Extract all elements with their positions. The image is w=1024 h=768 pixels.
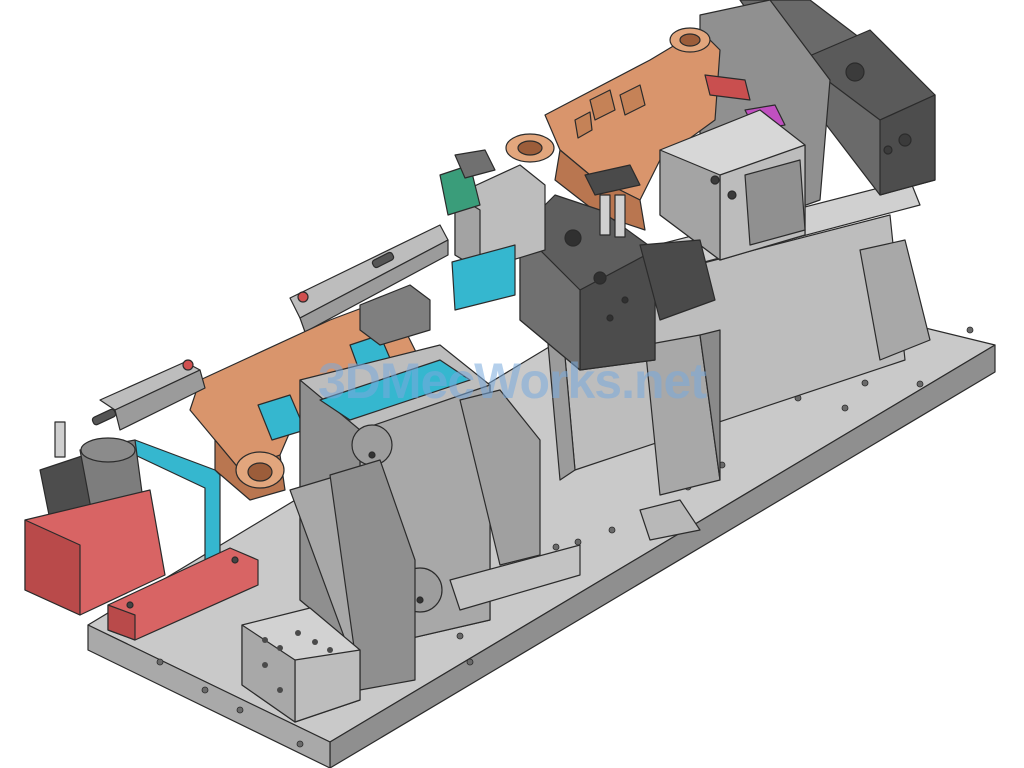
- upper-clamp-arm: [289, 224, 449, 333]
- front-small-block: [241, 607, 361, 723]
- right-cylinder-block: [659, 109, 806, 261]
- left-clamp-unit: [24, 437, 259, 641]
- watermark-text: 3DMecWorks.net: [318, 353, 707, 409]
- center-pins: [584, 164, 641, 238]
- middle-cylinder: [439, 149, 546, 311]
- center-left-column: [289, 344, 581, 691]
- central-dark-block: [519, 194, 716, 371]
- lower-clamp-arm: [54, 359, 206, 458]
